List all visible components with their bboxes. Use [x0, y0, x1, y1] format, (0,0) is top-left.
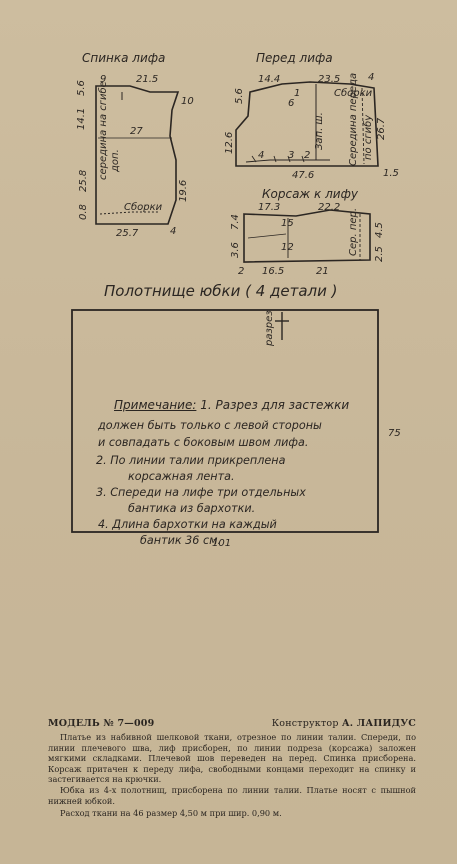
- note-line-7: бантика из бархотки.: [128, 502, 256, 515]
- corsage-dim-bottom-b: 21: [316, 266, 329, 277]
- corsage-outline: [243, 209, 371, 263]
- front-dim-right-low: 1.5: [383, 168, 399, 179]
- front-dim-inner-6: 6: [288, 98, 294, 109]
- front-mark-fold: по сгибу: [362, 114, 374, 160]
- skirt-height: 75: [388, 428, 401, 439]
- corsage-dim-bottom-l: 2: [238, 266, 244, 277]
- corsage-dim-top-b: 22.2: [318, 202, 340, 213]
- back-dim-bottom-r: 4: [170, 226, 176, 237]
- caption-paragraph-3: Расход ткани на 46 размер 4,50 м при шир…: [60, 808, 282, 819]
- model-number: МОДЕЛЬ № 7—009: [48, 718, 155, 729]
- front-dim-top-b: 23.5: [318, 74, 340, 85]
- back-dim-left-bottom: 0.8: [78, 204, 89, 220]
- note-line-8: 4. Длина бархотки на каждый: [98, 518, 277, 531]
- designer-name: А. ЛАПИДУС: [341, 718, 416, 729]
- caption-header: МОДЕЛЬ № 7—009 Конструктор А. ЛАПИДУС: [48, 718, 416, 729]
- note-line-9: бантик 36 см.: [140, 534, 222, 547]
- corsage-mark-center: Сер. пер.: [348, 208, 359, 256]
- corsage-dim-left: 7.4: [230, 214, 241, 230]
- front-dim-left: 5.6: [234, 88, 245, 104]
- front-bodice: Перед лифа 14.4 23.5 4 5.6 26.7 1.5 47.6…: [224, 51, 399, 181]
- front-mark-gathers: Сборки: [334, 87, 373, 99]
- front-mark-mid: Зап. ш.: [314, 112, 325, 150]
- note-line-5: корсажная лента.: [128, 470, 235, 483]
- front-outline: [235, 81, 379, 167]
- caption-paragraph-1: Платье из набивной шелковой ткани, отрез…: [48, 732, 416, 785]
- corsage-dim-right: 4.5: [374, 222, 385, 238]
- front-mark-center: Середина переда: [348, 73, 359, 166]
- skirt-title: Полотнище юбки ( 4 детали ): [104, 282, 338, 300]
- back-outline: [95, 85, 180, 225]
- corsage-dim-mid: 15: [281, 218, 294, 229]
- front-dim-inner-4: 4: [258, 150, 264, 161]
- corsage-guide: [247, 233, 287, 239]
- back-dim-bottom: 25.7: [116, 228, 139, 239]
- skirt-panel: Полотнище юбки ( 4 детали ) разрез 101 7…: [71, 282, 401, 549]
- back-gathers-line: [99, 211, 158, 215]
- note-line-1: Примечание: 1. Разрез для застежки: [114, 398, 349, 412]
- corsage: Корсаж к лифу 17.3 22.2 7.4 3.6 4.5 2.5 …: [230, 187, 385, 277]
- front-dim-top-a: 14.4: [258, 74, 280, 85]
- back-dim-top-b: 21.5: [136, 74, 158, 85]
- corsage-dim-top-a: 17.3: [258, 202, 280, 213]
- back-dim-top-a: 9: [100, 74, 106, 85]
- front-dim-left-low: 12.6: [224, 132, 235, 154]
- skirt-outline: [71, 309, 379, 533]
- corsage-dim-mid2: 12: [281, 242, 294, 253]
- corsage-dim-left-low: 3.6: [230, 242, 241, 258]
- front-center-line: [361, 87, 365, 165]
- front-inner-bottom: [245, 159, 330, 163]
- designer: Конструктор А. ЛАПИДУС: [272, 718, 416, 729]
- note-line-4: 2. По линии талии прикреплена: [96, 454, 286, 467]
- back-dim-side-low: 19.6: [178, 180, 189, 202]
- note-text-1: 1. Разрез для застежки: [200, 398, 350, 412]
- back-bodice: Спинка лифа 9 21.5 10 5.6 14.1 25.8 0.8 …: [76, 51, 194, 239]
- corsage-dim-right-low: 2.5: [374, 246, 385, 262]
- front-pleat-marks: [251, 155, 305, 163]
- note-line-3: и совпадать с боковым швом лифа.: [98, 436, 309, 449]
- corsage-title: Корсаж к лифу: [262, 187, 359, 201]
- back-dim-left-top: 5.6: [76, 80, 87, 96]
- corsage-dim-bottom-a: 16.5: [262, 266, 284, 277]
- note-line-2: должен быть только с левой стороны: [98, 419, 322, 432]
- front-dim-inner-3: 3: [288, 150, 294, 161]
- back-dim-left-low: 25.8: [78, 170, 89, 192]
- back-mark-fold2: доп.: [110, 149, 121, 173]
- model-caption: МОДЕЛЬ № 7—009 Конструктор А. ЛАПИДУС Пл…: [48, 718, 416, 819]
- front-title: Перед лифа: [256, 51, 333, 65]
- note-line-6: 3. Спереди на лифе три отдельных: [96, 486, 306, 499]
- back-mark-fold: середина на сгибе: [97, 81, 109, 180]
- skirt-cut-label: разрез: [264, 310, 275, 347]
- front-dim-inner-1: 1: [294, 88, 300, 99]
- back-dim-chest: 27: [130, 126, 143, 137]
- front-dim-top-r: 4: [368, 72, 374, 83]
- back-dim-left-mid: 14.1: [76, 108, 87, 130]
- front-dim-inner-2: 2: [304, 150, 310, 161]
- front-dim-right: 26.7: [376, 117, 387, 140]
- caption-paragraph-2: Юбка из 4-х полотнищ, присборена по лини…: [48, 784, 416, 806]
- note-head: Примечание:: [114, 398, 197, 412]
- designer-prefix: Конструктор: [271, 718, 339, 729]
- back-mark-gathers: Сборки: [124, 201, 163, 213]
- back-dim-side-top: 10: [181, 96, 194, 107]
- skirt-width: 101: [212, 538, 231, 549]
- front-dim-bottom: 47.6: [292, 170, 314, 181]
- back-title: Спинка лифа: [82, 51, 165, 65]
